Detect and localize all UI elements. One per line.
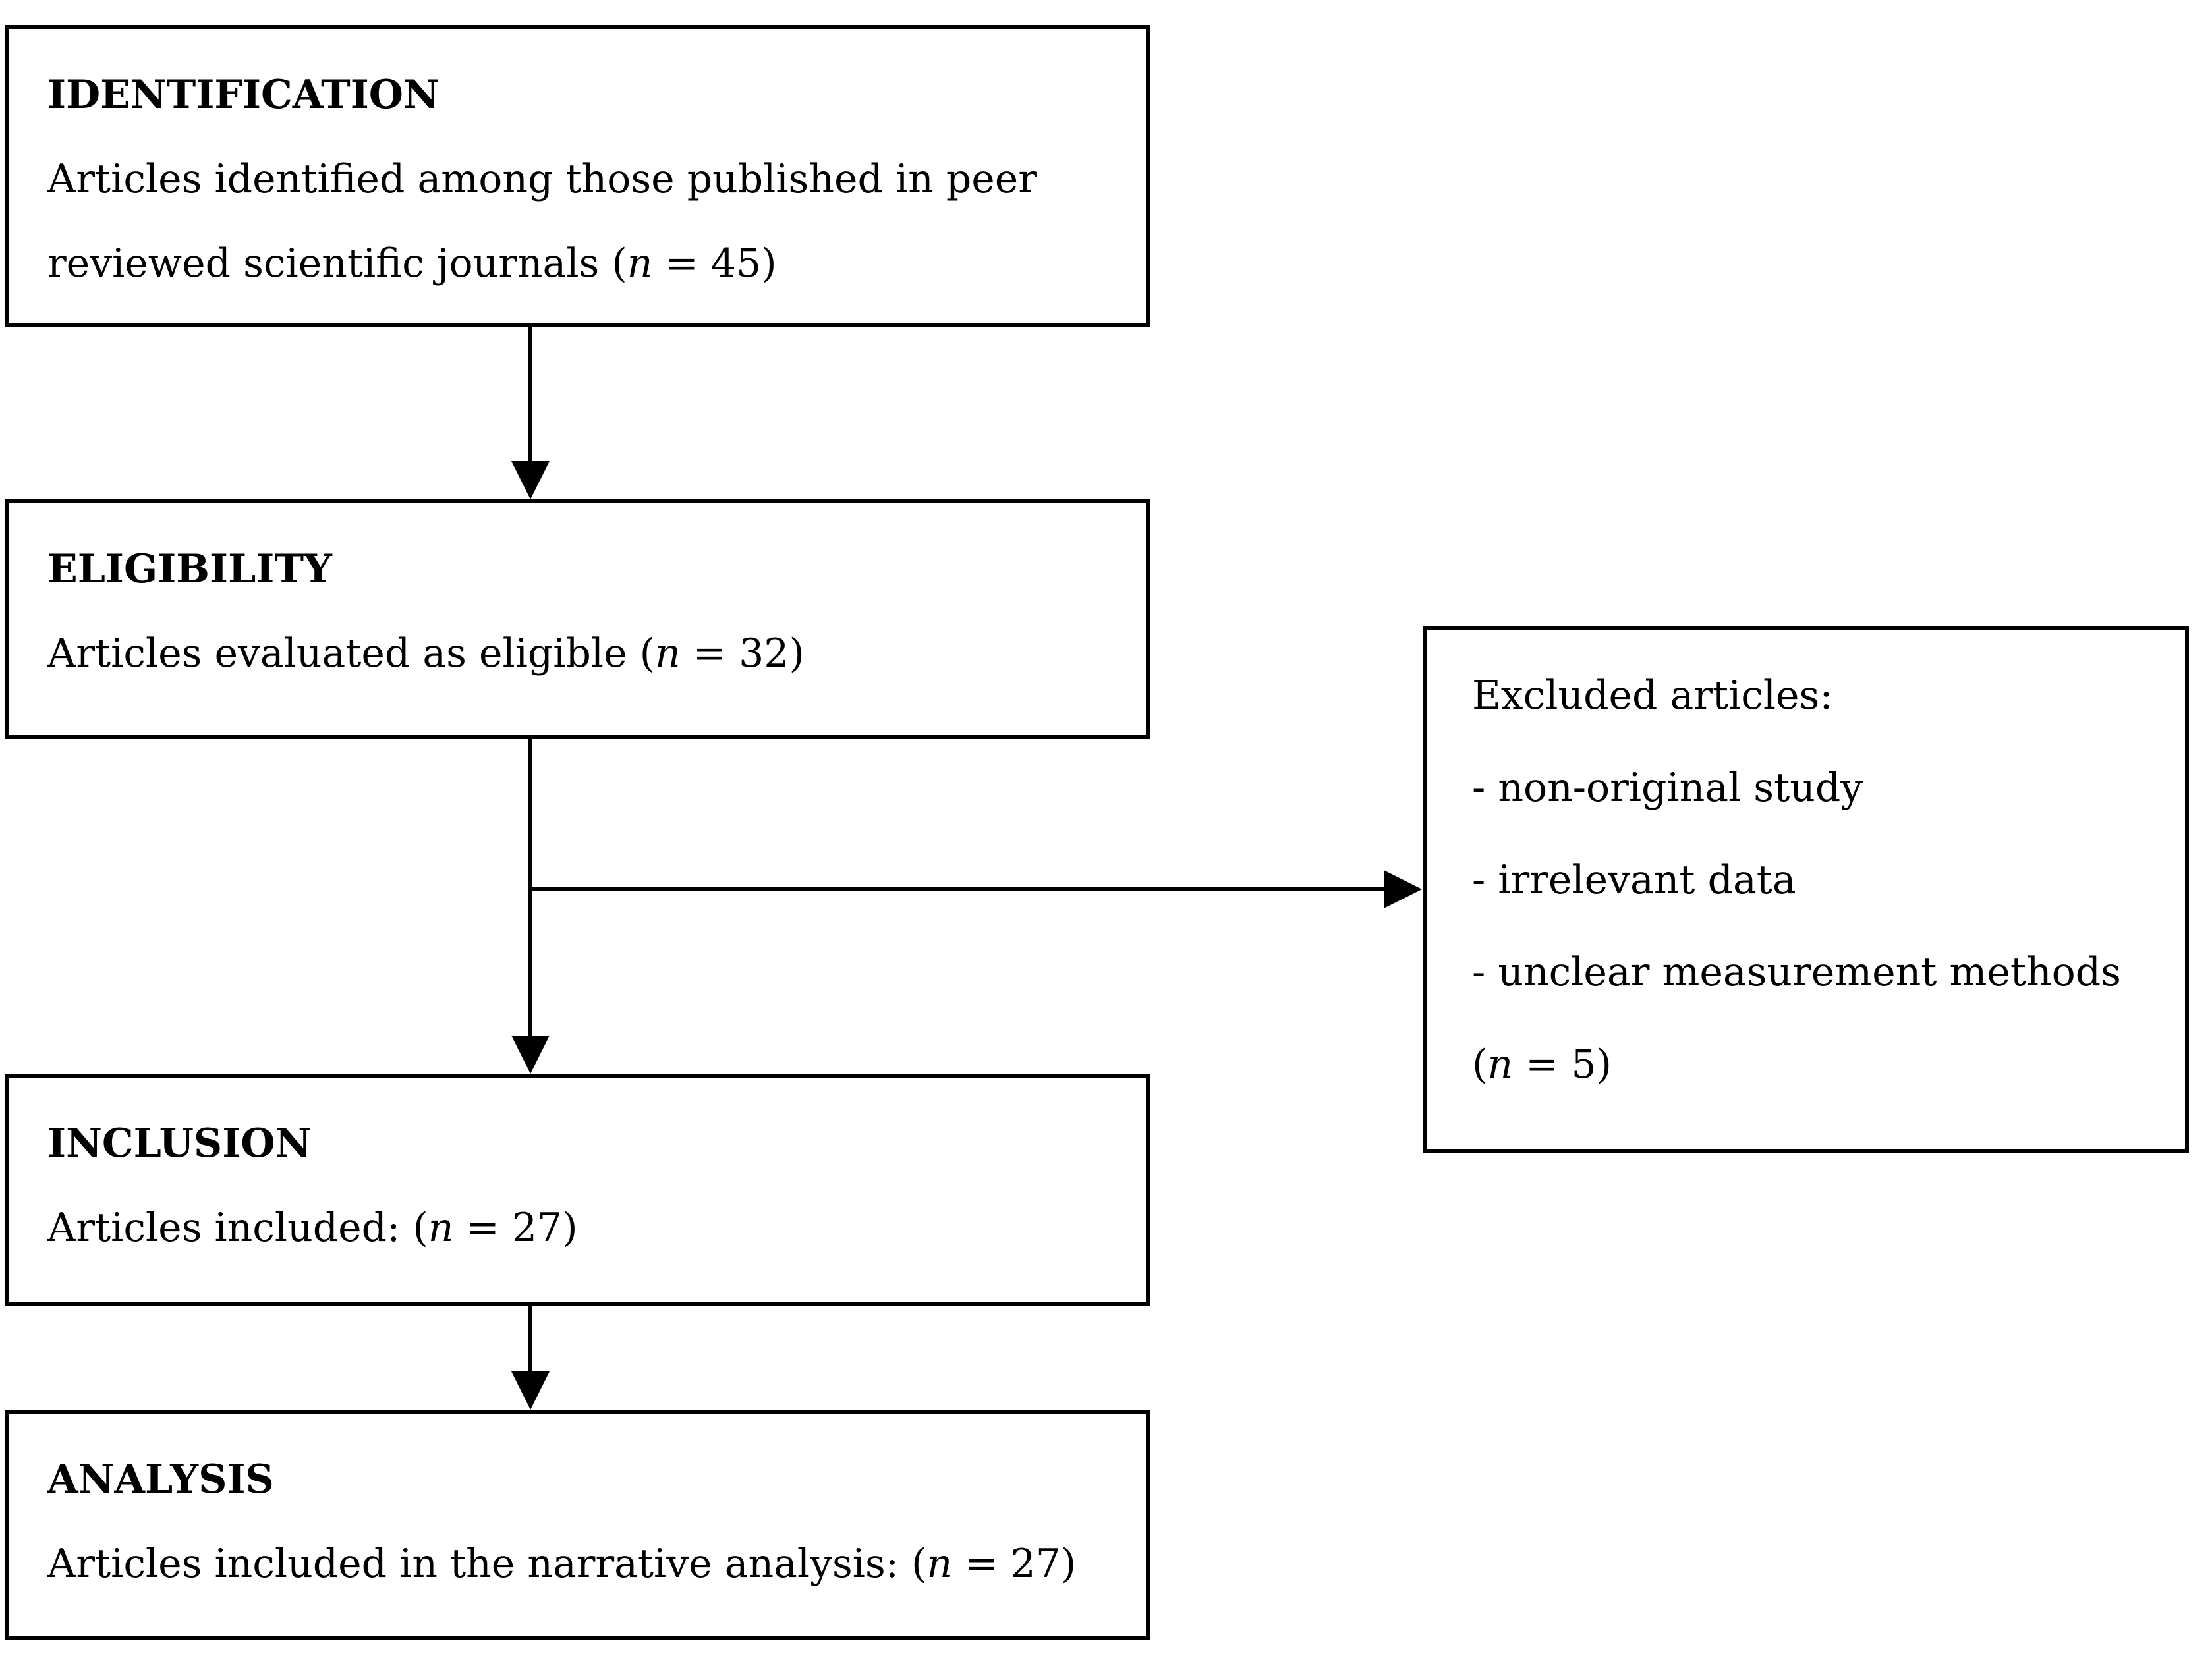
inclusion-body-line: Articles included: (n = 27) (47, 1186, 1108, 1270)
arrow-branch-to-excluded-line (530, 887, 1385, 891)
arrow-inclusion-to-analysis-head-icon (511, 1371, 550, 1410)
analysis-body-line: Articles included in the narrative analy… (47, 1522, 1108, 1606)
eligibility-body-before: Articles evaluated as eligible ( (47, 630, 656, 677)
analysis-body-before: Articles included in the narrative analy… (47, 1541, 927, 1587)
n-variable: n (926, 1541, 953, 1587)
eligibility-body-line: Articles evaluated as eligible (n = 32) (47, 611, 1108, 696)
analysis-title: ANALYSIS (47, 1456, 274, 1503)
analysis-box-content: ANALYSIS Articles included in the narrat… (9, 1414, 1146, 1630)
excluded-reason-unclear-methods: - unclear measurement methods (1472, 949, 2121, 995)
arrow-eligibility-to-inclusion-head-icon (511, 1036, 550, 1074)
inclusion-box: INCLUSION Articles included: (n = 27) (5, 1074, 1150, 1306)
arrow-inclusion-to-analysis-line (528, 1306, 532, 1372)
identification-body-line-2-before: reviewed scientific journals ( (47, 240, 627, 287)
n-variable: n (655, 630, 681, 677)
excluded-heading: Excluded articles: (1472, 673, 1833, 719)
excluded-count-before: ( (1472, 1041, 1488, 1088)
arrow-identification-to-eligibility-head-icon (511, 461, 550, 499)
excluded-count: (n = 5) (1472, 1018, 2140, 1111)
excluded-articles-box: Excluded articles: - non-original study … (1423, 626, 2189, 1153)
n-variable: n (627, 240, 653, 287)
identification-title: IDENTIFICATION (47, 72, 440, 118)
identification-body-line-1: Articles identified among those publishe… (47, 156, 1037, 202)
analysis-box: ANALYSIS Articles included in the narrat… (5, 1410, 1150, 1640)
inclusion-body-before: Articles included: ( (47, 1205, 428, 1251)
excluded-reason-non-original: - non-original study (1472, 765, 1863, 811)
identification-box: IDENTIFICATION Articles identified among… (5, 25, 1150, 327)
inclusion-body-after: = 27) (453, 1205, 578, 1251)
eligibility-body-after: = 32) (680, 630, 805, 677)
arrow-branch-to-excluded-head-icon (1384, 870, 1422, 908)
n-variable: n (428, 1205, 454, 1251)
inclusion-title: INCLUSION (47, 1120, 312, 1167)
excluded-articles-box-content: Excluded articles: - non-original study … (1427, 630, 2185, 1130)
eligibility-box: ELIGIBILITY Articles evaluated as eligib… (5, 499, 1150, 739)
identification-box-content: IDENTIFICATION Articles identified among… (9, 29, 1146, 329)
identification-body-line-2: reviewed scientific journals (n = 45) (47, 221, 1108, 306)
identification-body-line-2-after: = 45) (652, 240, 777, 287)
n-variable: n (1487, 1041, 1514, 1088)
excluded-count-after: = 5) (1513, 1041, 1612, 1088)
eligibility-title: ELIGIBILITY (47, 546, 332, 592)
eligibility-box-content: ELIGIBILITY Articles evaluated as eligib… (9, 503, 1146, 719)
excluded-reason-irrelevant: - irrelevant data (1472, 857, 1796, 903)
inclusion-box-content: INCLUSION Articles included: (n = 27) (9, 1078, 1146, 1294)
analysis-body-after: = 27) (952, 1541, 1077, 1587)
arrow-identification-to-eligibility-line (528, 327, 532, 466)
